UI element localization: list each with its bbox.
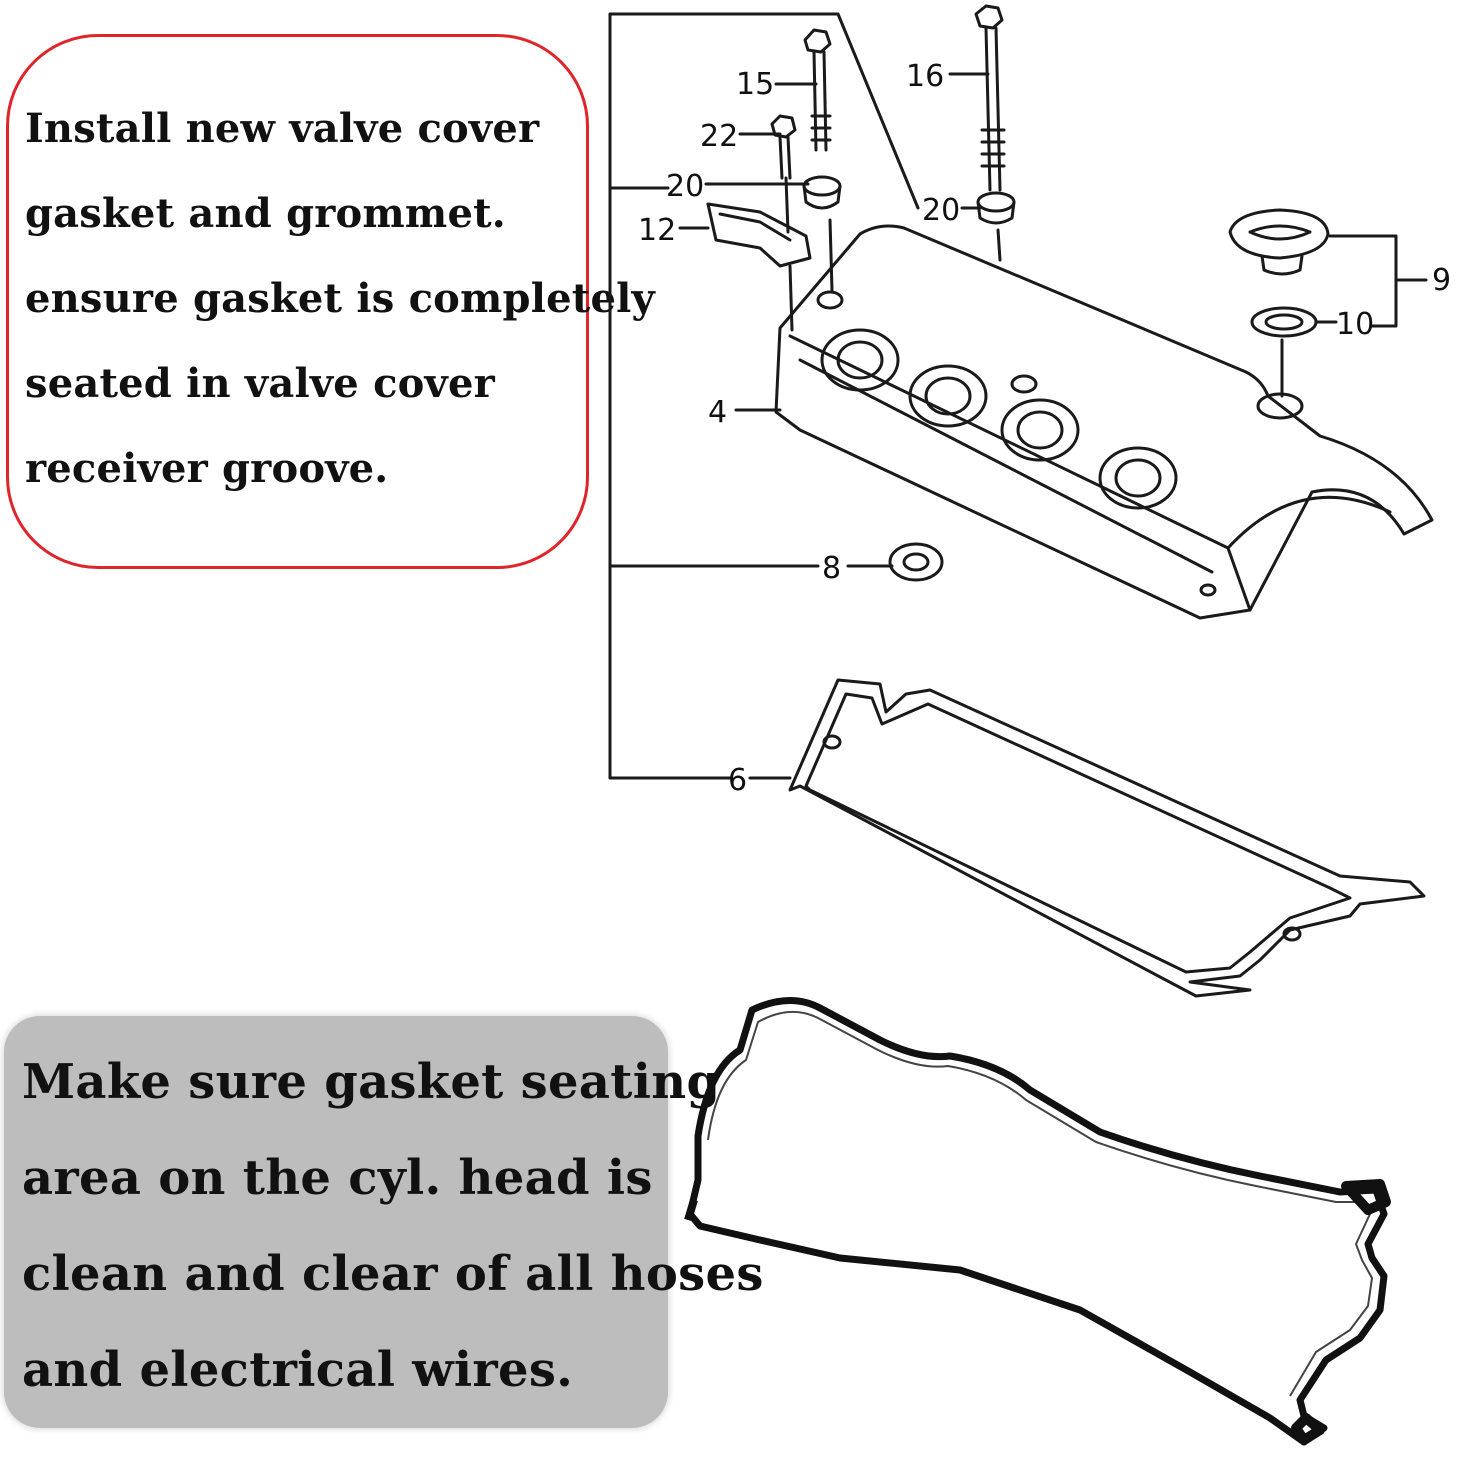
callout-20-right: 20 [922, 193, 960, 228]
install-note-line: Install new valve cover [25, 105, 540, 152]
bracket-12 [706, 202, 812, 268]
oil-cap-9 [1228, 208, 1330, 276]
callout-15: 15 [736, 67, 774, 102]
callout-22: 22 [700, 119, 738, 154]
cleaning-note-line: and electrical wires. [22, 1342, 574, 1398]
callout-9: 9 [1432, 263, 1451, 298]
install-note-line: seated in valve cover [25, 360, 495, 407]
valve-cover-4 [774, 224, 1434, 620]
callout-10: 10 [1336, 307, 1374, 342]
callout-6: 6 [728, 763, 747, 798]
install-note-line: ensure gasket is completely [25, 275, 655, 322]
callout-20-left: 20 [666, 169, 704, 204]
install-note: Install new valve cover gasket and gromm… [6, 34, 655, 569]
callout-4: 4 [708, 395, 727, 430]
install-note-line: receiver groove. [25, 445, 389, 492]
cleaning-note-line: Make sure gasket seating [22, 1054, 721, 1110]
bolt-16 [974, 4, 1006, 192]
cleaning-note-line: area on the cyl. head is [22, 1150, 653, 1206]
grommet-8 [888, 542, 944, 582]
callout-8: 8 [822, 551, 841, 586]
gasket-photo [684, 996, 1391, 1446]
callout-12: 12 [638, 213, 676, 248]
cleaning-note-line: clean and clear of all hoses [22, 1246, 764, 1302]
washer-20-left [802, 175, 842, 210]
install-note-line: gasket and grommet. [25, 190, 506, 237]
bolt-15 [803, 28, 832, 152]
washer-20-right [976, 191, 1016, 225]
leader-lines [678, 72, 1428, 780]
assembly-bracket-line [608, 12, 920, 780]
gasket-6-diagram [788, 678, 1426, 998]
cap-seal-10 [1250, 306, 1318, 338]
cleaning-note: Make sure gasket seating area on the cyl… [4, 1016, 763, 1428]
callout-16: 16 [906, 59, 944, 94]
